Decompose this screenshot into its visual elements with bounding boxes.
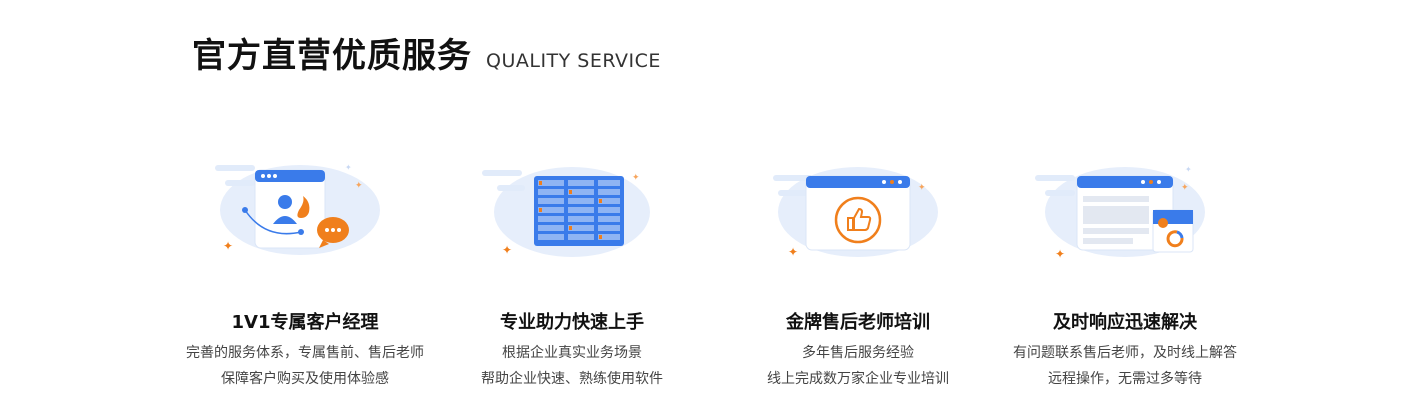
svg-text:✦: ✦ — [632, 173, 640, 183]
server-stack-icon: ✦ ✦ — [422, 140, 722, 280]
svg-text:✦: ✦ — [918, 183, 926, 193]
section-title: 官方直营优质服务 — [192, 36, 472, 76]
card-desc-line2: 保障客户购买及使用体验感 — [221, 371, 389, 387]
card-desc-line2: 线上完成数万家企业专业培训 — [767, 371, 949, 387]
card-desc-line1: 完善的服务体系，专属售前、售后老师 — [186, 345, 424, 361]
svg-text:✦: ✦ — [223, 239, 233, 253]
card-title: 及时响应迅速解决 — [1053, 312, 1197, 333]
svg-text:✦: ✦ — [1055, 247, 1065, 261]
report-dashboard-icon: ✦ ✦ ✦ — [975, 140, 1275, 280]
card-desc-line2: 远程操作，无需过多等待 — [1048, 371, 1202, 387]
service-card-account-manager: ✦ ✦ ✦ 1V1专属客户经理 完善的服务体系，专属售前、售后老师 保障客户购买… — [155, 140, 455, 400]
card-desc-line2: 帮助企业快速、熟练使用软件 — [481, 371, 663, 387]
section-subtitle: QUALITY SERVICE — [486, 50, 661, 72]
card-title: 专业助力快速上手 — [500, 312, 644, 333]
card-desc-line1: 根据企业真实业务场景 — [502, 345, 642, 361]
account-manager-icon: ✦ ✦ ✦ — [155, 140, 455, 280]
svg-text:✦: ✦ — [1185, 165, 1192, 174]
section-header: 官方直营优质服务 QUALITY SERVICE — [192, 28, 661, 78]
svg-text:✦: ✦ — [788, 245, 798, 259]
card-title: 金牌售后老师培训 — [786, 312, 930, 333]
svg-text:✦: ✦ — [1181, 183, 1189, 193]
service-card-training: ✦ ✦ 金牌售后老师培训 多年售后服务经验 线上完成数万家企业专业培训 — [708, 140, 1008, 400]
svg-text:✦: ✦ — [502, 243, 512, 257]
thumbs-up-icon: ✦ ✦ — [708, 140, 1008, 280]
card-desc-line1: 多年售后服务经验 — [802, 345, 914, 361]
service-card-fast-response: ✦ ✦ ✦ 及时响应迅速解决 有问题联系售后老师，及时线上解答 远程操作，无需过… — [975, 140, 1275, 400]
svg-text:✦: ✦ — [345, 163, 352, 172]
svg-text:✦: ✦ — [355, 181, 363, 191]
card-desc-line1: 有问题联系售后老师，及时线上解答 — [1013, 345, 1237, 361]
service-card-quick-start: ✦ ✦ 专业助力快速上手 根据企业真实业务场景 帮助企业快速、熟练使用软件 — [422, 140, 722, 400]
card-title: 1V1专属客户经理 — [231, 312, 379, 333]
